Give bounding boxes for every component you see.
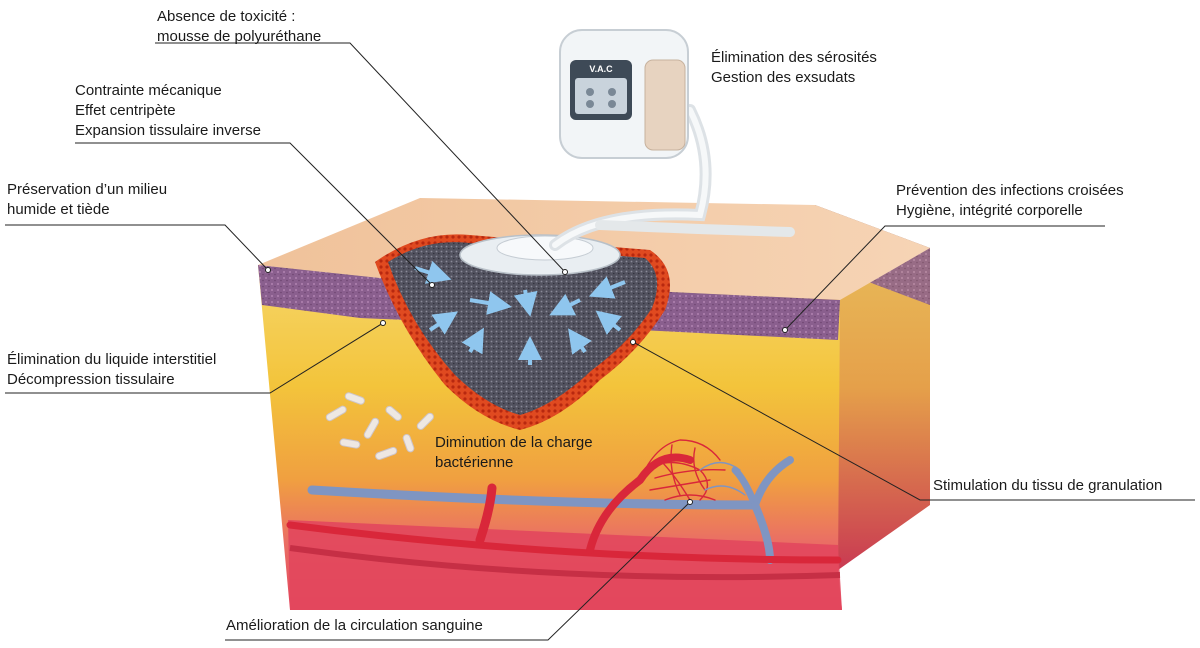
suction-tubing [549, 104, 795, 251]
label-circulation-line-1: Amélioration de la circulation sanguine [226, 617, 483, 634]
bacteria-cluster [325, 392, 434, 461]
label-circulation: Amélioration de la circulation sanguine [226, 616, 483, 636]
label-granulation-line-1: Stimulation du tissu de granulation [933, 477, 1163, 494]
label-toxicity: Absence de toxicité : mousse de polyurét… [157, 7, 321, 47]
artery [286, 521, 842, 564]
vac-device: V.A.C [559, 29, 689, 159]
label-mechanical-line-1: Contrainte mécanique [75, 82, 222, 99]
label-granulation: Stimulation du tissu de granulation [933, 476, 1162, 496]
label-interstitial: Élimination du liquide interstitiel Déco… [7, 350, 216, 390]
tissue-block [258, 198, 930, 610]
capillary-network [639, 439, 726, 501]
label-toxicity-line-2: mousse de polyuréthane [157, 28, 322, 45]
label-moist: Préservation d’un milieu humide et tiède [7, 180, 167, 220]
label-moist-line-1: Préservation d’un milieu [7, 181, 168, 198]
label-bacterial-line-1: Diminution de la charge [435, 434, 593, 451]
label-interstitial-line-2: Décompression tissulaire [7, 371, 175, 388]
leader-endpoints [265, 267, 788, 505]
vein [307, 485, 760, 510]
centripetal-arrows [414, 260, 626, 365]
label-serosities-line-2: Gestion des exsudats [711, 69, 856, 86]
label-moist-line-2: humide et tiède [7, 201, 110, 218]
label-toxicity-line-1: Absence de toxicité : [157, 8, 296, 25]
label-bacterial-line-2: bactérienne [435, 454, 514, 471]
wound-area [375, 234, 670, 430]
label-interstitial-line-1: Élimination du liquide interstitiel [7, 351, 217, 368]
label-infections-line-2: Hygiène, intégrité corporelle [896, 202, 1083, 219]
label-bacterial: Diminution de la charge bactérienne [435, 433, 593, 473]
label-infections-line-1: Prévention des infections croisées [896, 182, 1124, 199]
label-infections: Prévention des infections croisées Hygiè… [896, 181, 1124, 221]
blood-vessels [286, 439, 842, 564]
label-mechanical-line-3: Expansion tissulaire inverse [75, 122, 261, 139]
label-mechanical-line-2: Effet centripète [75, 102, 176, 119]
block-front-face [258, 265, 842, 610]
label-serosities-line-1: Élimination des sérosités [711, 49, 877, 66]
leader-lines [5, 42, 1195, 641]
label-mechanical: Contrainte mécanique Effet centripète Ex… [75, 81, 261, 141]
label-serosities: Élimination des sérosités Gestion des ex… [711, 48, 877, 88]
device-brand: V.A.C [589, 64, 613, 74]
